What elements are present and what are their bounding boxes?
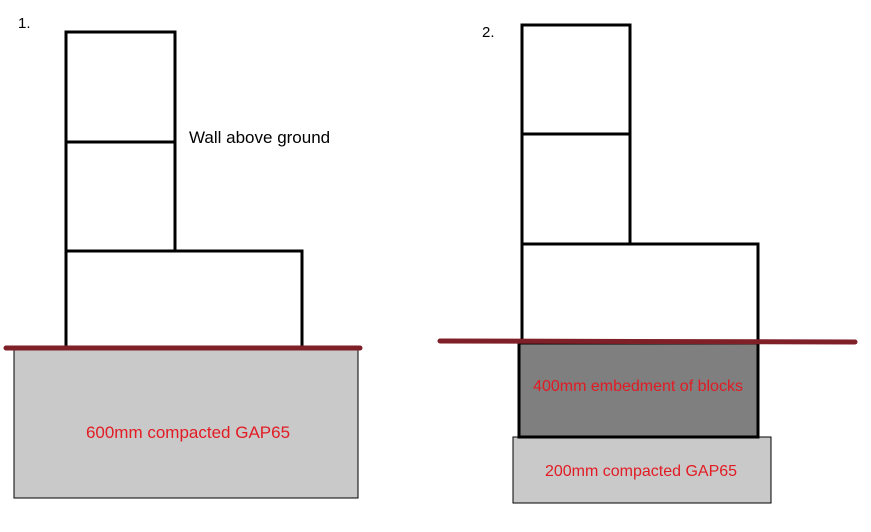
diagram-1-block-bottom <box>64 249 304 351</box>
diagram-1-block-middle <box>64 140 177 253</box>
diagram-1-gravel-label: 600mm compacted GAP65 <box>86 423 290 442</box>
diagram-2-embedment-label: 400mm embedment of blocks <box>533 378 743 395</box>
diagram-2-block-top <box>520 23 632 136</box>
diagram-2-block-middle <box>520 132 632 246</box>
diagram-2-ground-line <box>437 338 858 345</box>
diagram-1-wall-label: Wall above ground <box>189 128 330 147</box>
diagram-2-block-bottom <box>520 242 760 344</box>
diagram-1-block-top <box>64 30 177 144</box>
diagram-2-gravel-base <box>512 436 772 504</box>
diagram-1: 1. 600mm compacted GAP65 Wall above grou… <box>3 15 363 499</box>
diagram-1-number: 1. <box>18 15 31 32</box>
diagram-2: 2. 200mm compacted GAP65 400mm embedment… <box>437 23 858 504</box>
diagram-2-number: 2. <box>482 24 495 41</box>
diagram-2-gravel-label: 200mm compacted GAP65 <box>545 463 737 480</box>
diagram-1-gravel-base <box>13 348 359 499</box>
